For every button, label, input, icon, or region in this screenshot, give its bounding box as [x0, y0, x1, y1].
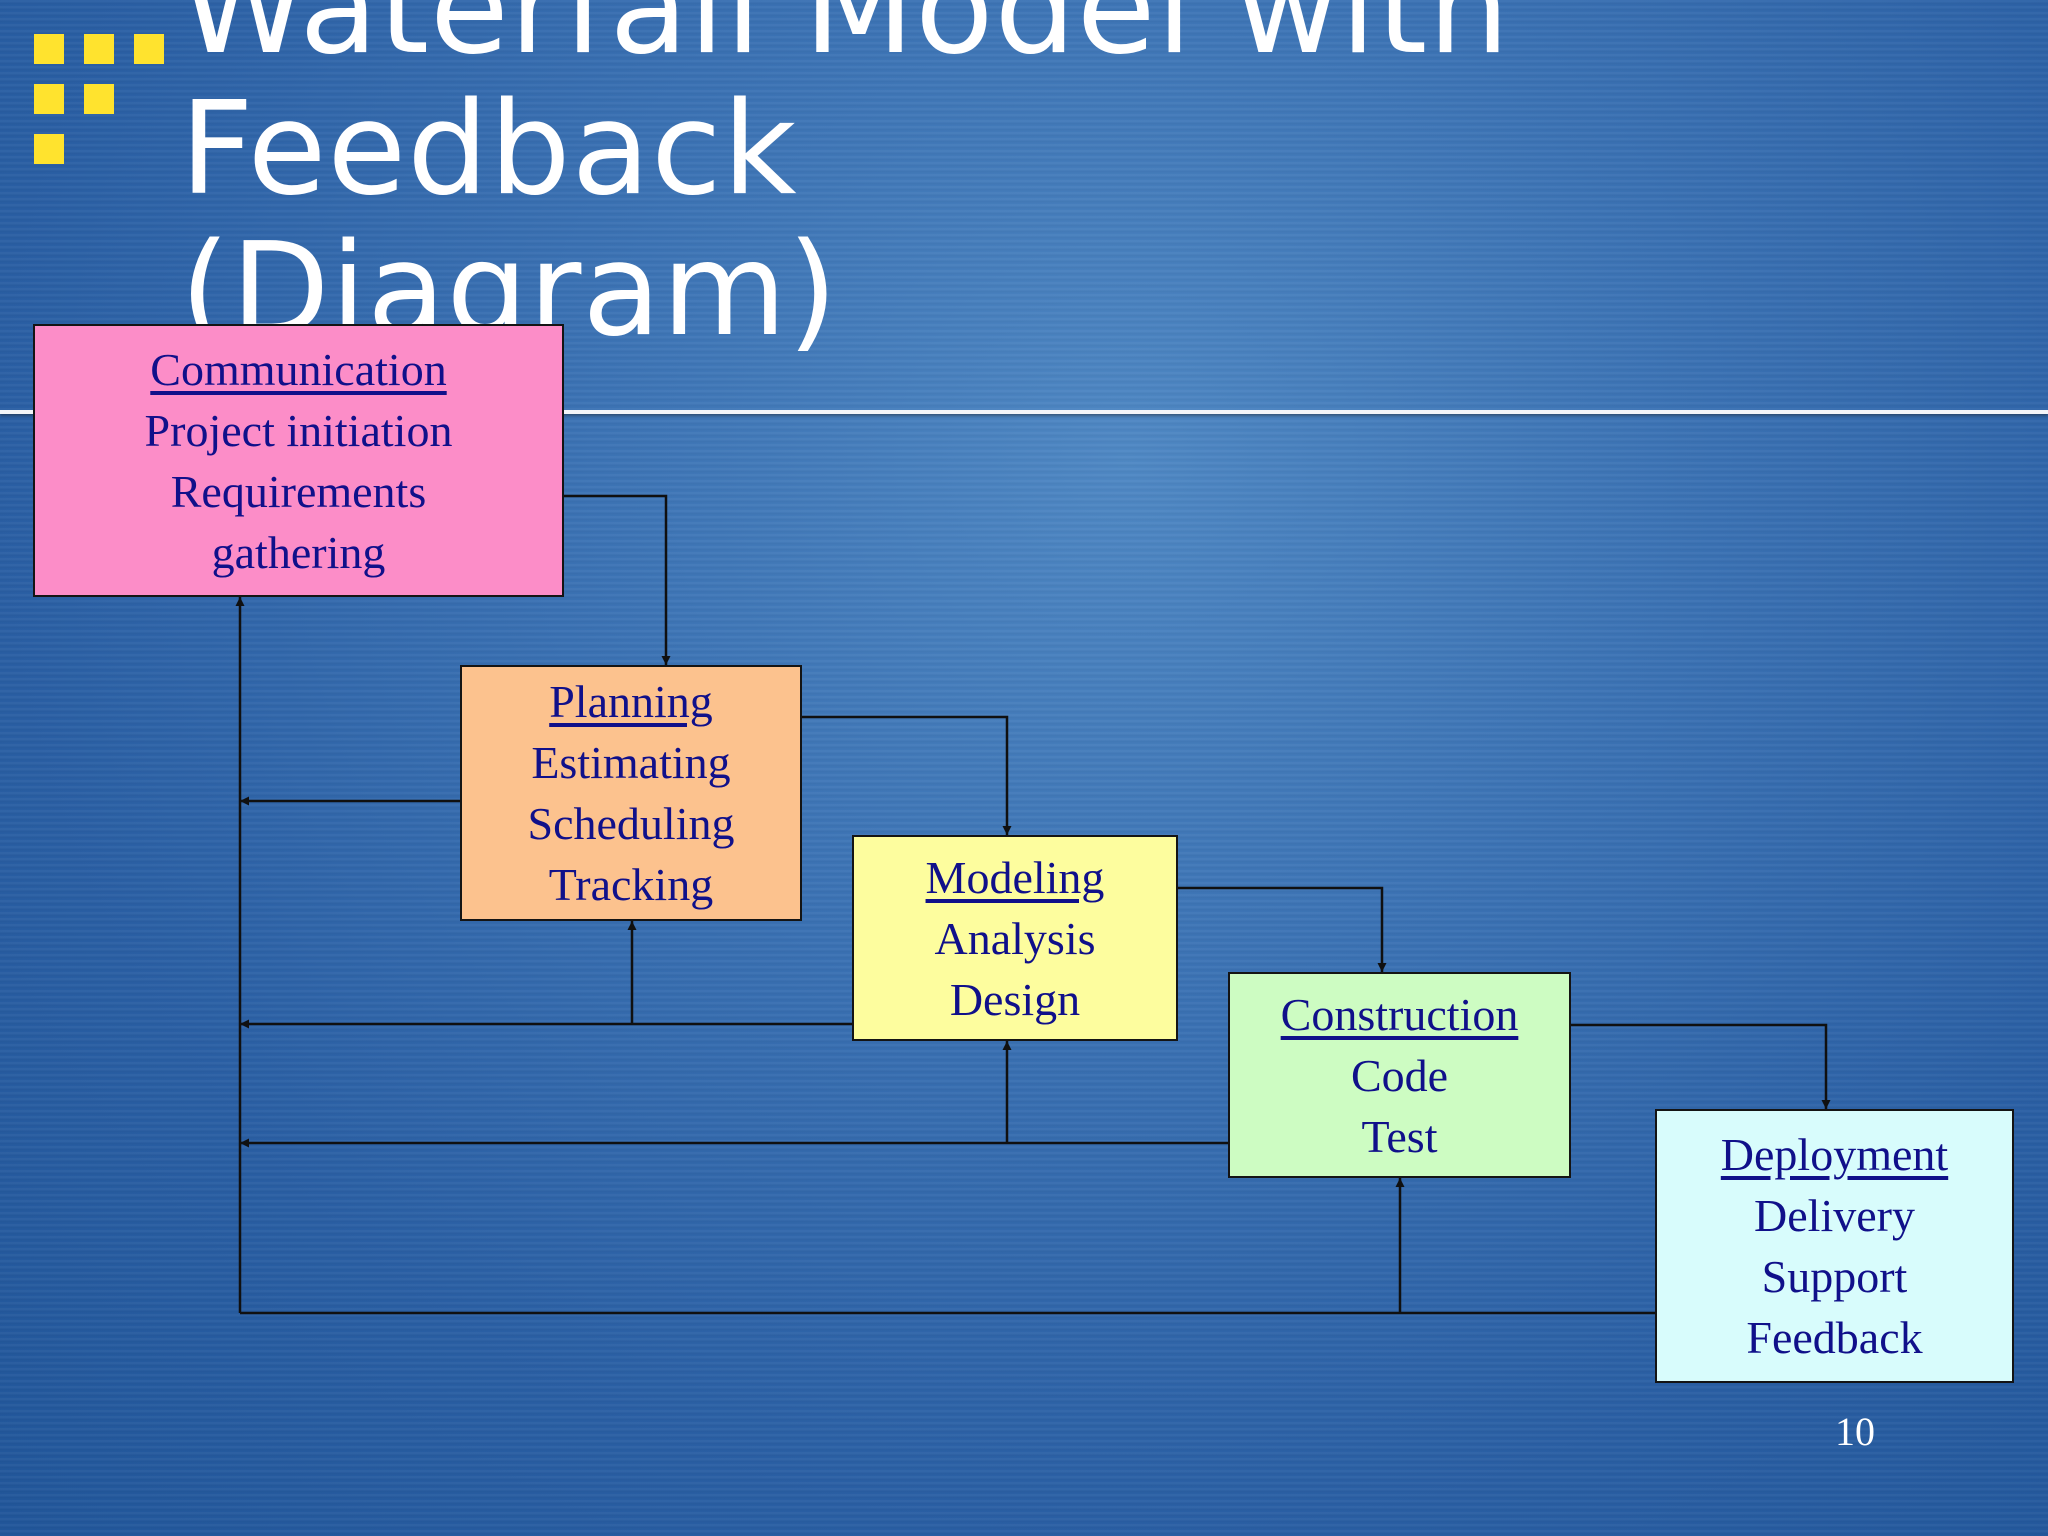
title-divider: [0, 410, 2048, 414]
logo-square: [34, 34, 64, 64]
logo-square: [134, 34, 164, 64]
phase-line: Tracking: [548, 859, 714, 910]
logo-square: [84, 84, 114, 114]
phase-deployment: Deployment Delivery Support Feedback: [1655, 1109, 2014, 1383]
phase-construction: Construction Code Test: [1228, 972, 1571, 1178]
phase-line: Project initiation: [144, 404, 453, 456]
arrow-modeling-to-construction: [1178, 886, 1387, 972]
phase-line: Scheduling: [527, 798, 735, 849]
phase-line: gathering: [211, 526, 386, 578]
phase-line: Support: [1761, 1251, 1908, 1302]
page-number: 10: [1835, 1409, 1875, 1454]
phase-line: Test: [1361, 1110, 1438, 1162]
phase-line: Analysis: [934, 912, 1096, 964]
phase-title: Planning: [549, 676, 713, 727]
logo-square: [34, 134, 64, 164]
logo-square: [34, 84, 64, 114]
phase-title: Communication: [150, 343, 447, 395]
logo-square: [84, 34, 114, 64]
phase-line: Code: [1350, 1049, 1449, 1101]
title-line: Feedback: [180, 75, 798, 224]
phase-title: Modeling: [925, 851, 1105, 903]
phase-communication: Communication Project initiation Require…: [33, 324, 564, 597]
phase-line: Feedback: [1746, 1312, 1923, 1363]
phase-line: Requirements: [170, 465, 427, 517]
arrow-planning-to-modeling: [802, 715, 1012, 835]
phase-line: Estimating: [531, 737, 731, 788]
phase-title: Deployment: [1720, 1129, 1949, 1180]
title-line: Waterfall Model with: [180, 0, 1511, 83]
arrow-construction-to-deployment: [1571, 1023, 1831, 1109]
phase-planning: Planning Estimating Scheduling Tracking: [460, 665, 802, 921]
phase-line: Delivery: [1754, 1190, 1915, 1241]
phase-modeling: Modeling Analysis Design: [852, 835, 1178, 1041]
phase-title: Construction: [1280, 988, 1519, 1040]
arrow-communication-to-planning: [564, 494, 671, 665]
phase-line: Design: [949, 973, 1081, 1025]
slide-title: Waterfall Model with Feedback (Diagram): [180, 0, 1580, 361]
